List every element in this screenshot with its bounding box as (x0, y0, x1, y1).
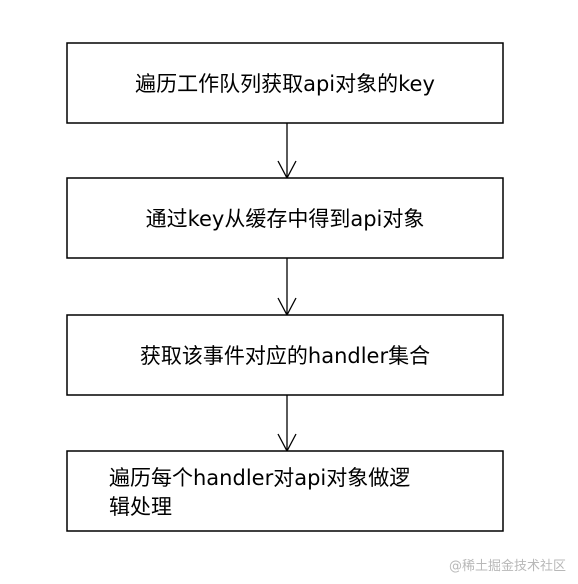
flow-step-3: 获取该事件对应的handler集合 (66, 314, 504, 396)
flow-box-2 (66, 177, 504, 259)
watermark-text: @稀土掘金技术社区 (448, 559, 566, 574)
flow-step-2-text: 通过key从缓存中得到api对象 (146, 207, 425, 231)
connector-arrow-1 (277, 123, 297, 180)
flow-step-3-text: 获取该事件对应的handler集合 (140, 344, 430, 368)
connector-arrow-3 (277, 395, 297, 453)
flow-box-1 (66, 42, 504, 124)
flow-step-4-text-line-2: 辑处理 (109, 495, 172, 519)
flow-step-4: 遍历每个handler对api对象做逻 辑处理 (66, 450, 504, 532)
connector-arrow-2 (277, 258, 297, 317)
flow-box-3 (66, 314, 504, 396)
flow-step-4-text-line-1: 遍历每个handler对api对象做逻 (109, 466, 410, 490)
flow-step-1: 遍历工作队列获取api对象的key (66, 42, 504, 124)
flow-step-2: 通过key从缓存中得到api对象 (66, 177, 504, 259)
flow-box-4 (66, 450, 504, 532)
flow-step-1-text: 遍历工作队列获取api对象的key (135, 72, 435, 96)
